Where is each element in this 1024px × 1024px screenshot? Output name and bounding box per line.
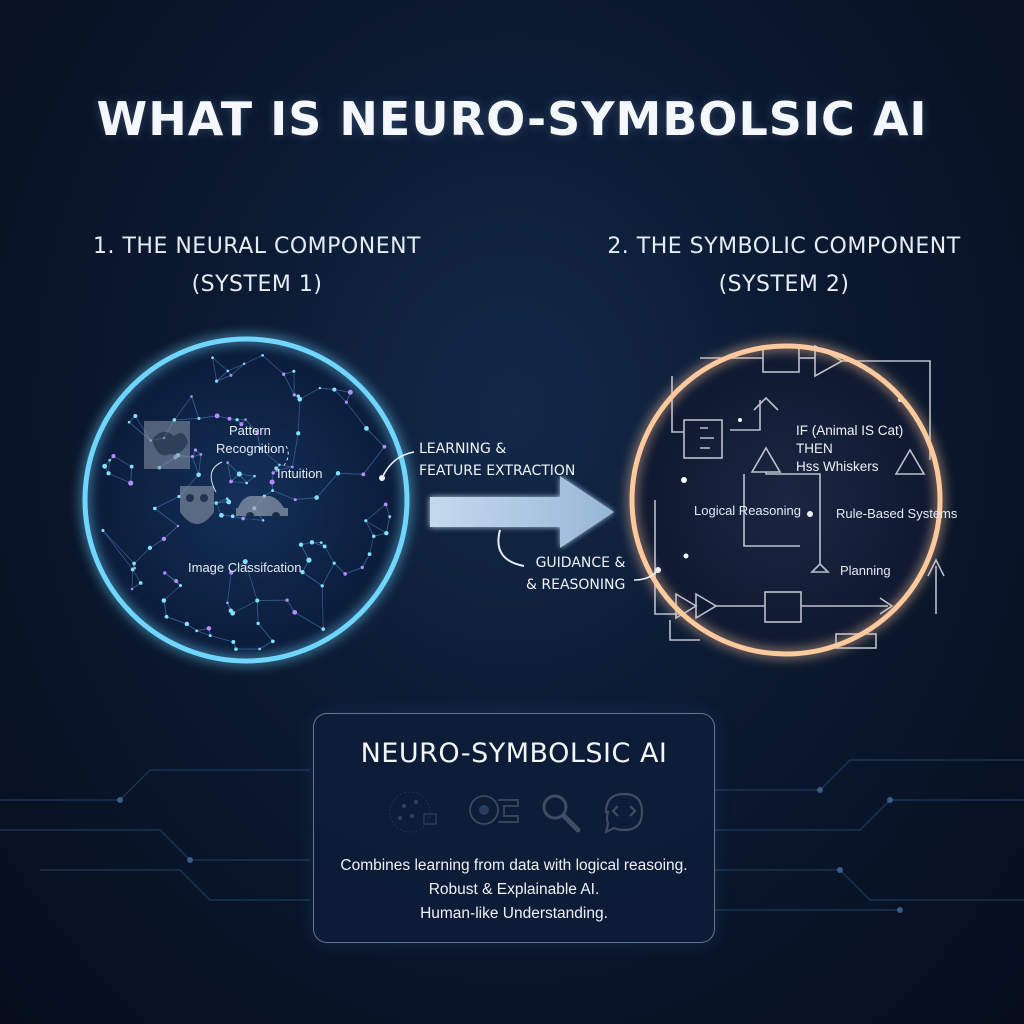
symbolic-heading: 2. THE SYMBOLIC COMPONENT (SYSTEM 2) (584, 228, 984, 304)
summary-card: NEURO-SYMBOLSIC AI Combines learning fro… (313, 713, 715, 943)
pattern-label-line2: Recognition (216, 441, 285, 456)
back-connector (497, 529, 525, 567)
summary-description: Combines learning from data with logical… (314, 854, 714, 926)
rule-based-label: Rule-Based Systems (836, 506, 958, 521)
summary-line1: Combines learning from data with logical… (340, 857, 688, 874)
summary-line2: Robust & Explainable AI. (428, 881, 600, 898)
neural-heading-line2: (SYSTEM 1) (191, 272, 323, 297)
car-icon (236, 496, 288, 520)
forward-flow-line1: LEARNING & (419, 441, 507, 457)
symbolic-heading-line2: (SYSTEM 2) (718, 272, 850, 297)
pattern-label-line1: Pattern (229, 423, 271, 438)
circuit-traces (0, 759, 1024, 911)
symbolic-heading-line1: 2. THE SYMBOLIC COMPONENT (607, 234, 961, 259)
planning-label: Planning (840, 563, 891, 578)
neural-heading: 1. THE NEURAL COMPONENT (SYSTEM 1) (57, 228, 457, 304)
symbolic-circle (629, 343, 945, 657)
image-classification-label: Image Classifcation (188, 560, 302, 575)
face-mask-icon (180, 486, 214, 524)
back-flow-line2: & REASONING (526, 577, 626, 593)
brain-image-icon (144, 421, 190, 469)
forward-arrow (430, 476, 614, 548)
intuition-label: Intuition (277, 466, 323, 481)
back-flow-label: GUIDANCE & & REASONING (526, 552, 625, 596)
back-flow-line1: GUIDANCE & (535, 555, 626, 571)
forward-flow-label: LEARNING & FEATURE EXTRACTION (419, 438, 575, 482)
summary-title: NEURO-SYMBOLSIC AI (360, 738, 668, 769)
forward-flow-line2: FEATURE EXTRACTION (419, 463, 576, 479)
summary-line3: Human-like Understanding. (420, 905, 608, 922)
rule-line3: Hss Whiskers (796, 459, 879, 474)
rule-block: IF (Animal IS Cat) THEN Hss Whiskers (796, 422, 903, 476)
page-title: WHAT IS NEURO-SYMBOLSIC AI (96, 92, 928, 146)
rule-line2: THEN (796, 441, 833, 456)
logical-reasoning-label: Logical Reasoning (694, 503, 801, 518)
neural-heading-line1: 1. THE NEURAL COMPONENT (92, 234, 421, 259)
forward-connector (381, 451, 415, 479)
rule-line1: IF (Animal IS Cat) (796, 423, 904, 438)
